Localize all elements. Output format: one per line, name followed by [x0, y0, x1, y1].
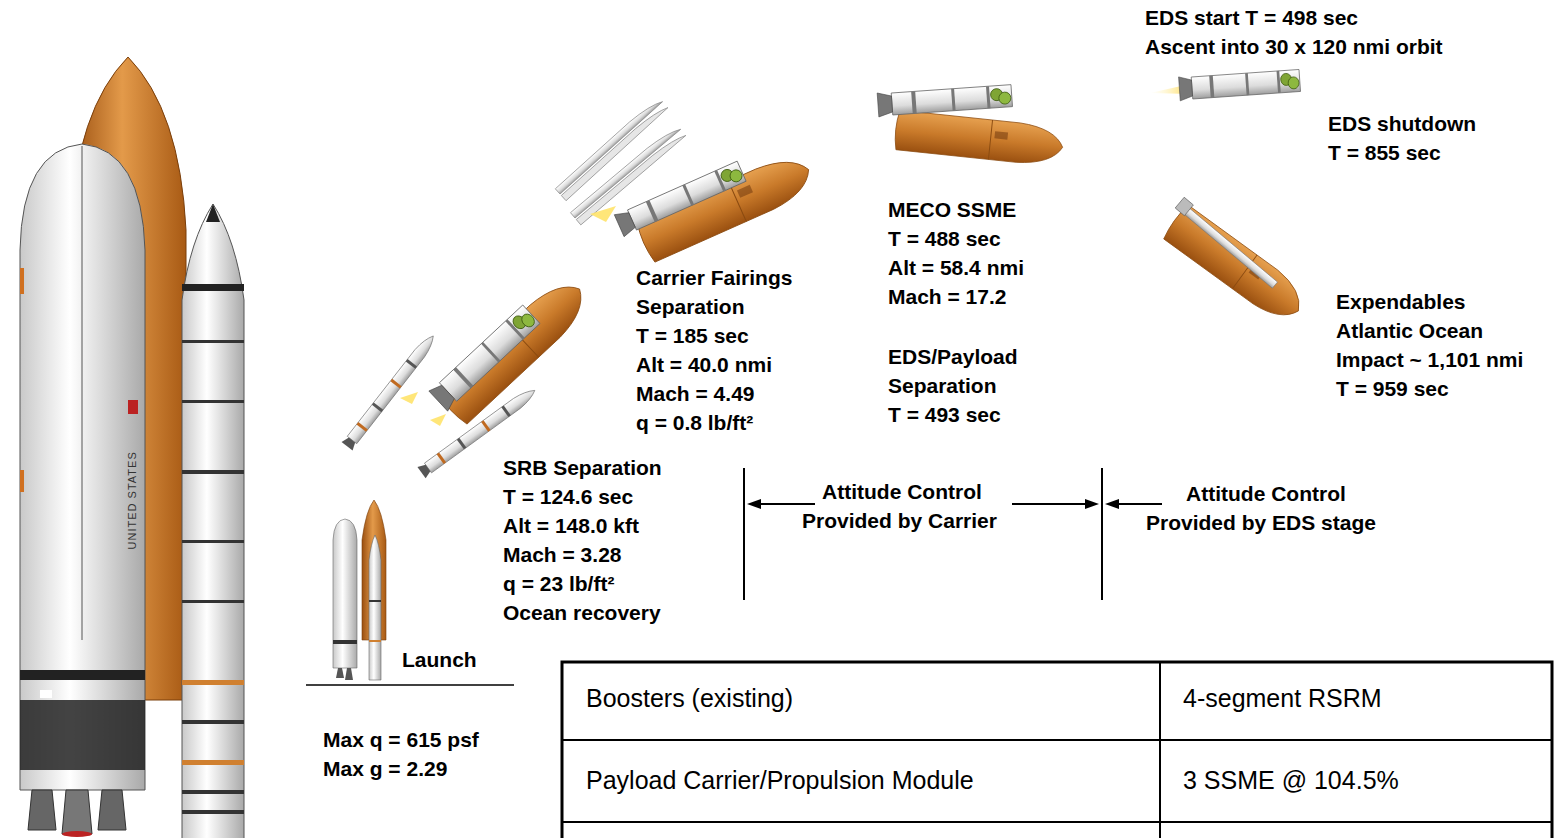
event-label: Alt = 40.0 nmi	[636, 353, 772, 377]
eds-stage	[1150, 68, 1301, 100]
bracket-label: Attitude Control	[1186, 482, 1346, 506]
event-label: EDS shutdown	[1328, 112, 1476, 136]
config-table	[562, 662, 1552, 838]
bracket-label: Attitude Control	[822, 480, 982, 504]
table-cell: 4-segment RSRM	[1183, 684, 1382, 713]
event-label: T = 488 sec	[888, 227, 1001, 251]
event-label: Expendables	[1336, 290, 1466, 314]
fairing-separation-stage	[555, 96, 817, 263]
event-label: T = 185 sec	[636, 324, 749, 348]
launch-vehicle	[20, 57, 244, 838]
ground-line	[306, 684, 514, 686]
table-cell: Payload Carrier/Propulsion Module	[586, 766, 974, 795]
bracket-label: Provided by Carrier	[802, 509, 997, 533]
event-label: EDS/Payload	[888, 345, 1018, 369]
event-label: Mach = 4.49	[636, 382, 754, 406]
attitude-control-brackets	[744, 468, 1162, 600]
event-label: Mach = 3.28	[503, 543, 621, 567]
event-label: Launch	[402, 648, 477, 672]
event-label: Ascent into 30 x 120 nmi orbit	[1145, 35, 1443, 59]
event-label: MECO SSME	[888, 198, 1016, 222]
stat-label: Max q = 615 psf	[323, 728, 479, 752]
event-label: Impact ~ 1,101 nmi	[1336, 348, 1523, 372]
table-cell: 3 SSME @ 104.5%	[1183, 766, 1399, 795]
event-label: Alt = 58.4 nmi	[888, 256, 1024, 280]
bracket-label: Provided by EDS stage	[1146, 511, 1376, 535]
meco-stage	[877, 84, 1065, 167]
event-label: EDS start T = 498 sec	[1145, 6, 1358, 30]
srb-separation-stage	[342, 273, 595, 478]
table-cell: Boosters (existing)	[586, 684, 793, 713]
event-label: q = 0.8 lb/ft²	[636, 411, 753, 435]
event-label: T = 959 sec	[1336, 377, 1449, 401]
event-label: Mach = 17.2	[888, 285, 1006, 309]
event-label: Separation	[636, 295, 745, 319]
launch-stack	[333, 500, 386, 680]
event-label: Separation	[888, 374, 997, 398]
expendables-stage	[1162, 197, 1311, 328]
event-label: Ocean recovery	[503, 601, 661, 625]
stat-label: Max g = 2.29	[323, 757, 447, 781]
event-label: Atlantic Ocean	[1336, 319, 1483, 343]
vehicle-marking: UNITED STATES	[126, 451, 139, 549]
event-label: Carrier Fairings	[636, 266, 792, 290]
event-label: q = 23 lb/ft²	[503, 572, 614, 596]
event-label: T = 855 sec	[1328, 141, 1441, 165]
event-label: T = 124.6 sec	[503, 485, 633, 509]
event-label: Alt = 148.0 kft	[503, 514, 639, 538]
event-label: T = 493 sec	[888, 403, 1001, 427]
event-label: SRB Separation	[503, 456, 662, 480]
